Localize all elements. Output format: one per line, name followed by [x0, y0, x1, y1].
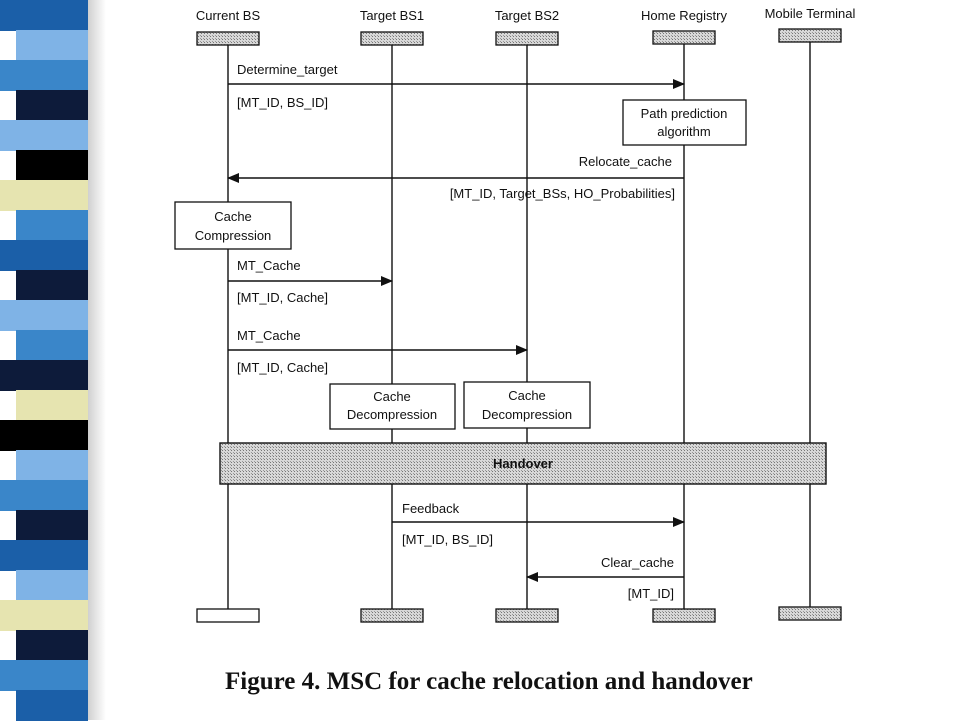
- stripe-block: [16, 150, 88, 181]
- stripe-block: [16, 570, 88, 601]
- message-feedback-label: Feedback: [402, 501, 460, 516]
- message-feedback-params: [MT_ID, BS_ID]: [402, 532, 493, 547]
- entity-foot-mobile-terminal: [778, 606, 842, 621]
- stripe-block: [0, 180, 88, 211]
- figure-caption: Figure 4. MSC for cache relocation and h…: [225, 668, 753, 695]
- stripe-block: [16, 450, 88, 481]
- stripe-block: [0, 660, 88, 691]
- entity-head-target-bs2: [495, 31, 559, 46]
- entity-head-home-registry: [652, 30, 716, 45]
- message-relocate-cache-params: [MT_ID, Target_BSs, HO_Probabilities]: [450, 186, 675, 201]
- stripe-edge: [88, 0, 106, 720]
- stripe-block: [0, 540, 88, 571]
- message-clear-cache-label: Clear_cache: [601, 555, 674, 570]
- entity-label-mobile-terminal: Mobile Terminal: [765, 6, 856, 21]
- action-cache-decompression-1-line2: Decompression: [347, 407, 437, 422]
- entity-head-mobile-terminal: [778, 28, 842, 43]
- entity-label-current-bs: Current BS: [196, 8, 261, 23]
- message-determine-target-params: [MT_ID, BS_ID]: [237, 95, 328, 110]
- stripe-block: [0, 480, 88, 511]
- message-determine-target-label: Determine_target: [237, 62, 338, 77]
- entity-foot-target-bs1: [360, 608, 424, 623]
- handover-bar: [219, 442, 827, 485]
- action-path-prediction-line2: algorithm: [657, 124, 710, 139]
- message-mt-cache-2-label: MT_Cache: [237, 328, 301, 343]
- entity-label-home-registry: Home Registry: [641, 8, 727, 23]
- action-cache-decompression-2-line1: Cache: [508, 388, 546, 403]
- stripe-block: [0, 120, 88, 151]
- entity-foot-home-registry: [652, 608, 716, 623]
- entity-foot-current-bs: [196, 608, 260, 623]
- action-box-cache-decompression-2: [463, 381, 591, 429]
- stripe-block: [0, 300, 88, 331]
- entity-head-target-bs1: [360, 31, 424, 46]
- stripe-block: [0, 0, 88, 31]
- stripe-block: [0, 60, 88, 91]
- message-clear-cache-params: [MT_ID]: [628, 586, 674, 601]
- stripe-block: [16, 270, 88, 301]
- action-box-cache-decompression-1: [329, 383, 456, 430]
- action-box-cache-compression: [174, 201, 292, 250]
- entity-label-target-bs1: Target BS1: [360, 8, 424, 23]
- stripe-block: [16, 330, 88, 361]
- entity-foot-target-bs2: [495, 608, 559, 623]
- stripe-block: [16, 630, 88, 661]
- action-cache-decompression-1-line1: Cache: [373, 389, 411, 404]
- stripe-block: [0, 240, 88, 271]
- message-mt-cache-1-label: MT_Cache: [237, 258, 301, 273]
- stripe-block: [16, 90, 88, 121]
- stripe-block: [16, 690, 88, 721]
- stripe-block: [0, 360, 88, 391]
- action-cache-compression-line1: Cache: [214, 209, 252, 224]
- entity-label-target-bs2: Target BS2: [495, 8, 559, 23]
- stripe-block: [16, 30, 88, 61]
- decorative-stripe: [0, 0, 108, 721]
- entity-head-current-bs: [196, 31, 260, 46]
- message-mt-cache-2-params: [MT_ID, Cache]: [237, 360, 328, 375]
- stripe-block: [0, 420, 88, 451]
- action-cache-compression-line2: Compression: [195, 228, 272, 243]
- stripe-block: [16, 510, 88, 541]
- action-path-prediction-line1: Path prediction: [641, 106, 728, 121]
- action-cache-decompression-2-line2: Decompression: [482, 407, 572, 422]
- action-box-path-prediction: [622, 99, 747, 146]
- message-mt-cache-1-params: [MT_ID, Cache]: [237, 290, 328, 305]
- message-relocate-cache-label: Relocate_cache: [579, 154, 672, 169]
- stripe-block: [16, 390, 88, 421]
- stripe-block: [16, 210, 88, 241]
- stripe-block: [0, 600, 88, 631]
- handover-label: Handover: [493, 456, 553, 471]
